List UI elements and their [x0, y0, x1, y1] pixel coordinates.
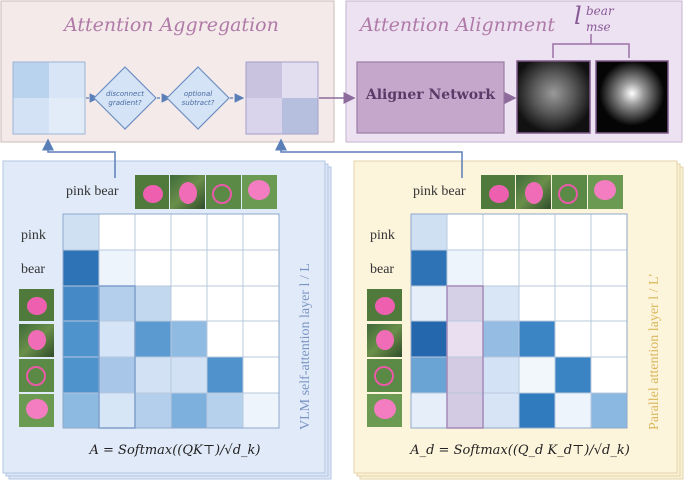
aggregated-attention-matrix-left [12, 61, 86, 135]
left-row-label-pink: pink [21, 228, 46, 243]
alignment-title: Attention Alignment [360, 14, 555, 36]
aggregation-title: Attention Aggregation [64, 14, 279, 36]
left-header-images [135, 175, 277, 209]
aligner-network-box [356, 61, 505, 134]
right-side-label: Parallel attention layer l / L' [647, 273, 662, 430]
right-header-images [481, 175, 623, 209]
optional-subtract-diamond [166, 66, 230, 130]
left-attention-matrix [62, 213, 280, 429]
left-row-label-bear: bear [21, 262, 46, 277]
right-row-label-pink: pink [370, 228, 395, 243]
left-side-label: VLM self-attention layer l / L [298, 263, 313, 430]
loss-label: l bear mse [574, 2, 614, 34]
right-formula: A_d = Softmax((Q_d K_d⊤)/√d_k) [410, 443, 630, 458]
right-header-text: pink bear [413, 184, 466, 199]
disconnect-gradient-diamond [93, 66, 157, 130]
aggregated-attention-matrix-right [245, 61, 319, 135]
right-row-label-bear: bear [370, 262, 395, 277]
target-heatmap [595, 60, 669, 134]
predicted-heatmap [516, 60, 591, 134]
left-header-text: pink bear [66, 184, 119, 199]
right-row-images [367, 289, 402, 427]
left-formula: A = Softmax((QK⊤)/√d_k) [89, 443, 261, 458]
left-row-images [19, 289, 54, 427]
right-attention-matrix [410, 213, 628, 429]
aligner-network-label: Aligner Network [365, 87, 496, 103]
